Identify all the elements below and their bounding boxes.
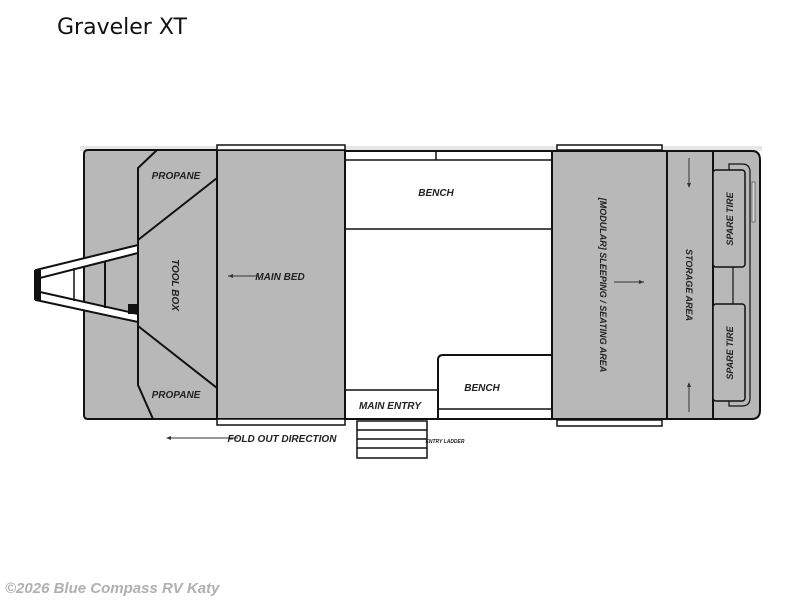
hitch-tongue	[34, 243, 139, 324]
entry-ladder	[356, 420, 428, 459]
label-propane-bottom: PROPANE	[152, 390, 201, 401]
label-bench-bottom: BENCH	[464, 383, 500, 394]
label-tool-box: TOOL BOX	[169, 259, 180, 312]
page-title: Graveler XT	[57, 15, 187, 40]
copyright-text: ©2026 Blue Compass RV Katy	[5, 580, 220, 597]
label-bench-top: BENCH	[418, 188, 454, 199]
label-propane-top: PROPANE	[152, 171, 201, 182]
label-storage-area: STORAGE AREA	[684, 249, 694, 321]
label-modular-area: [MODULAR] SLEEPING / SEATING AREA	[598, 197, 608, 373]
label-main-bed: MAIN BED	[255, 272, 304, 283]
label-main-entry: MAIN ENTRY	[359, 401, 422, 412]
label-spare-tire-top: SPARE TIRE	[725, 191, 735, 245]
label-entry-ladder: ENTRY LADDER	[426, 439, 465, 445]
label-spare-tire-bottom: SPARE TIRE	[725, 325, 735, 379]
label-fold-out-direction: FOLD OUT DIRECTION	[228, 434, 338, 445]
